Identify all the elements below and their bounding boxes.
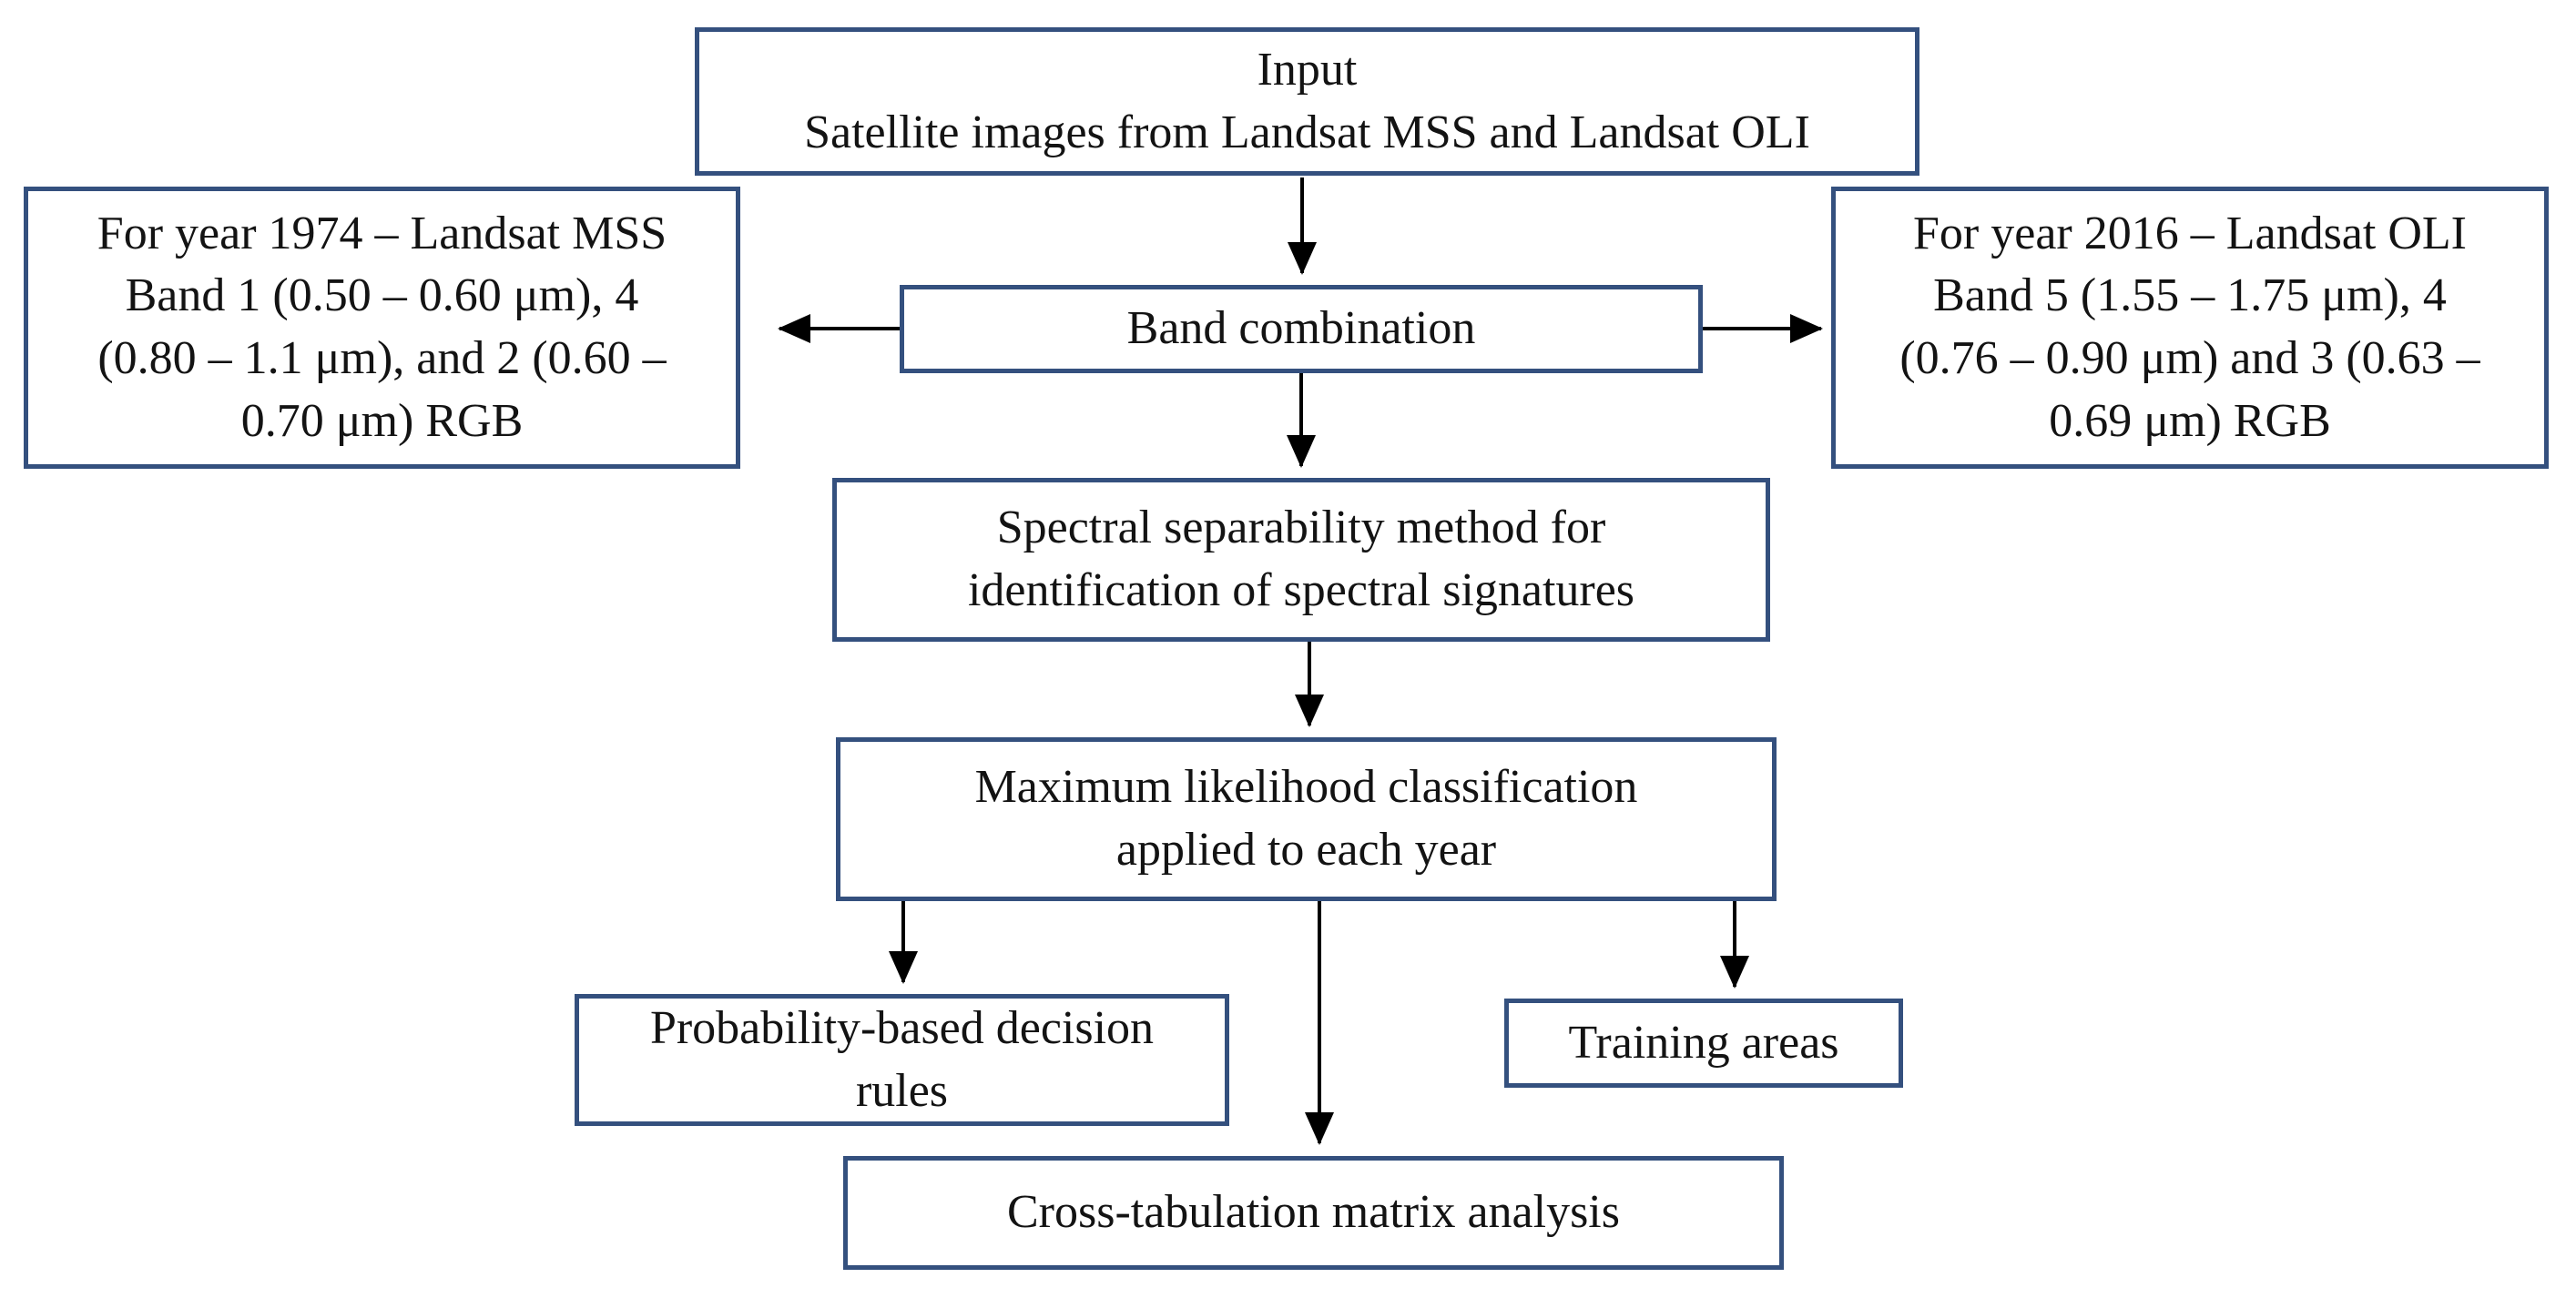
node-oli-2016: For year 2016 – Landsat OLI Band 5 (1.55…: [1831, 187, 2549, 469]
node-maximum-likelihood: Maximum likelihood classification applie…: [836, 737, 1777, 901]
node-input: Input Satellite images from Landsat MSS …: [695, 27, 1919, 176]
node-training-areas: Training areas: [1504, 999, 1903, 1088]
node-mss-1974: For year 1974 – Landsat MSS Band 1 (0.50…: [24, 187, 740, 469]
node-band-combination: Band combination: [900, 285, 1703, 373]
node-probability-rules: Probability-based decision rules: [575, 994, 1229, 1126]
node-cross-tabulation: Cross-tabulation matrix analysis: [843, 1156, 1784, 1270]
node-spectral-separability: Spectral separability method for identif…: [832, 478, 1770, 642]
